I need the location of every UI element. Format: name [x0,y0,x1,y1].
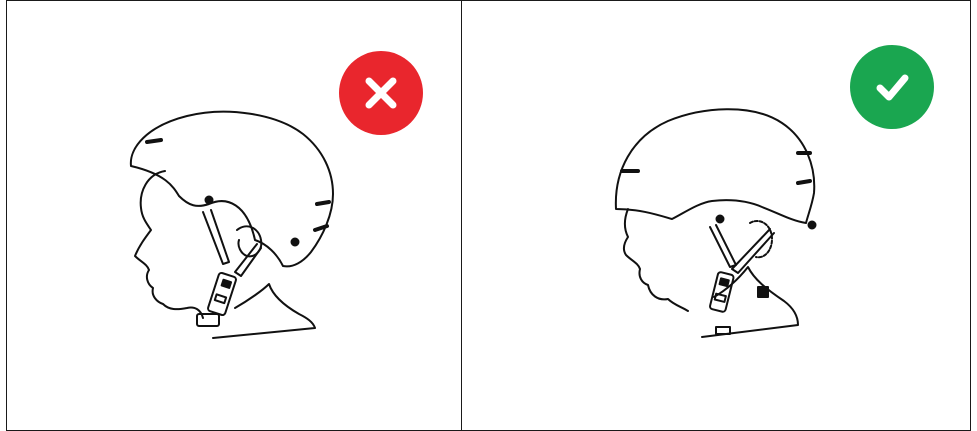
x-mark-icon [361,73,401,113]
helmet-fitted-illustration [602,91,842,351]
correct-badge [850,45,934,129]
panel-correct [461,0,971,431]
incorrect-badge [339,51,423,135]
front-strap [203,210,229,264]
check-mark-icon [871,66,913,108]
panel-incorrect [6,0,463,431]
front-strap [710,225,736,267]
helmet-shell [131,112,333,267]
neck [213,284,315,338]
face-profile [624,209,688,311]
helmet-shell [616,109,814,223]
buckle [207,272,236,316]
helmet-loose-illustration [117,96,347,356]
face-profile [135,171,203,318]
